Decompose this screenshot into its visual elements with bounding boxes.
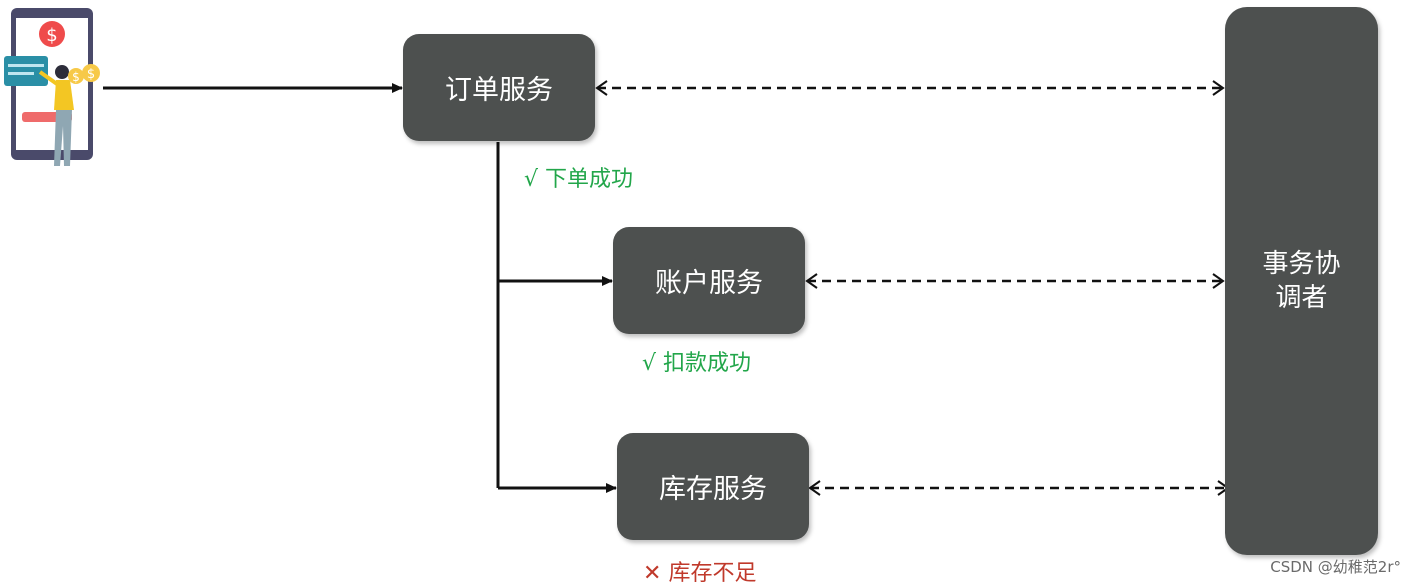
account-status-text: 扣款成功 bbox=[663, 351, 752, 376]
order-service-node: 订单服务 bbox=[403, 34, 595, 141]
account-service-node: 账户服务 bbox=[613, 227, 805, 334]
svg-text:$: $ bbox=[87, 67, 95, 82]
account-status: √ 扣款成功 bbox=[642, 345, 751, 377]
order-status: √ 下单成功 bbox=[524, 161, 633, 193]
svg-text:$: $ bbox=[46, 25, 57, 46]
inventory-status: ✕ 库存不足 bbox=[643, 555, 756, 587]
mobile-payment-user-icon: $ $ $ bbox=[4, 8, 100, 166]
coordinator-label-line2: 调者 bbox=[1275, 283, 1328, 313]
inventory-service-label: 库存服务 bbox=[659, 474, 767, 505]
transaction-coordinator-node: 事务协 调者 bbox=[1225, 7, 1378, 555]
order-service-label: 订单服务 bbox=[445, 75, 553, 106]
order-status-text: 下单成功 bbox=[545, 167, 634, 192]
inventory-status-text: 库存不足 bbox=[668, 561, 757, 586]
watermark: CSDN @幼稚范2r° bbox=[1270, 558, 1401, 576]
check-icon: √ bbox=[642, 351, 657, 376]
cross-icon: ✕ bbox=[643, 561, 662, 586]
account-service-label: 账户服务 bbox=[655, 268, 763, 299]
coordinator-label-line1: 事务协 bbox=[1262, 249, 1341, 279]
check-icon: √ bbox=[524, 167, 539, 192]
inventory-service-node: 库存服务 bbox=[617, 433, 809, 540]
svg-text:$: $ bbox=[72, 70, 80, 84]
